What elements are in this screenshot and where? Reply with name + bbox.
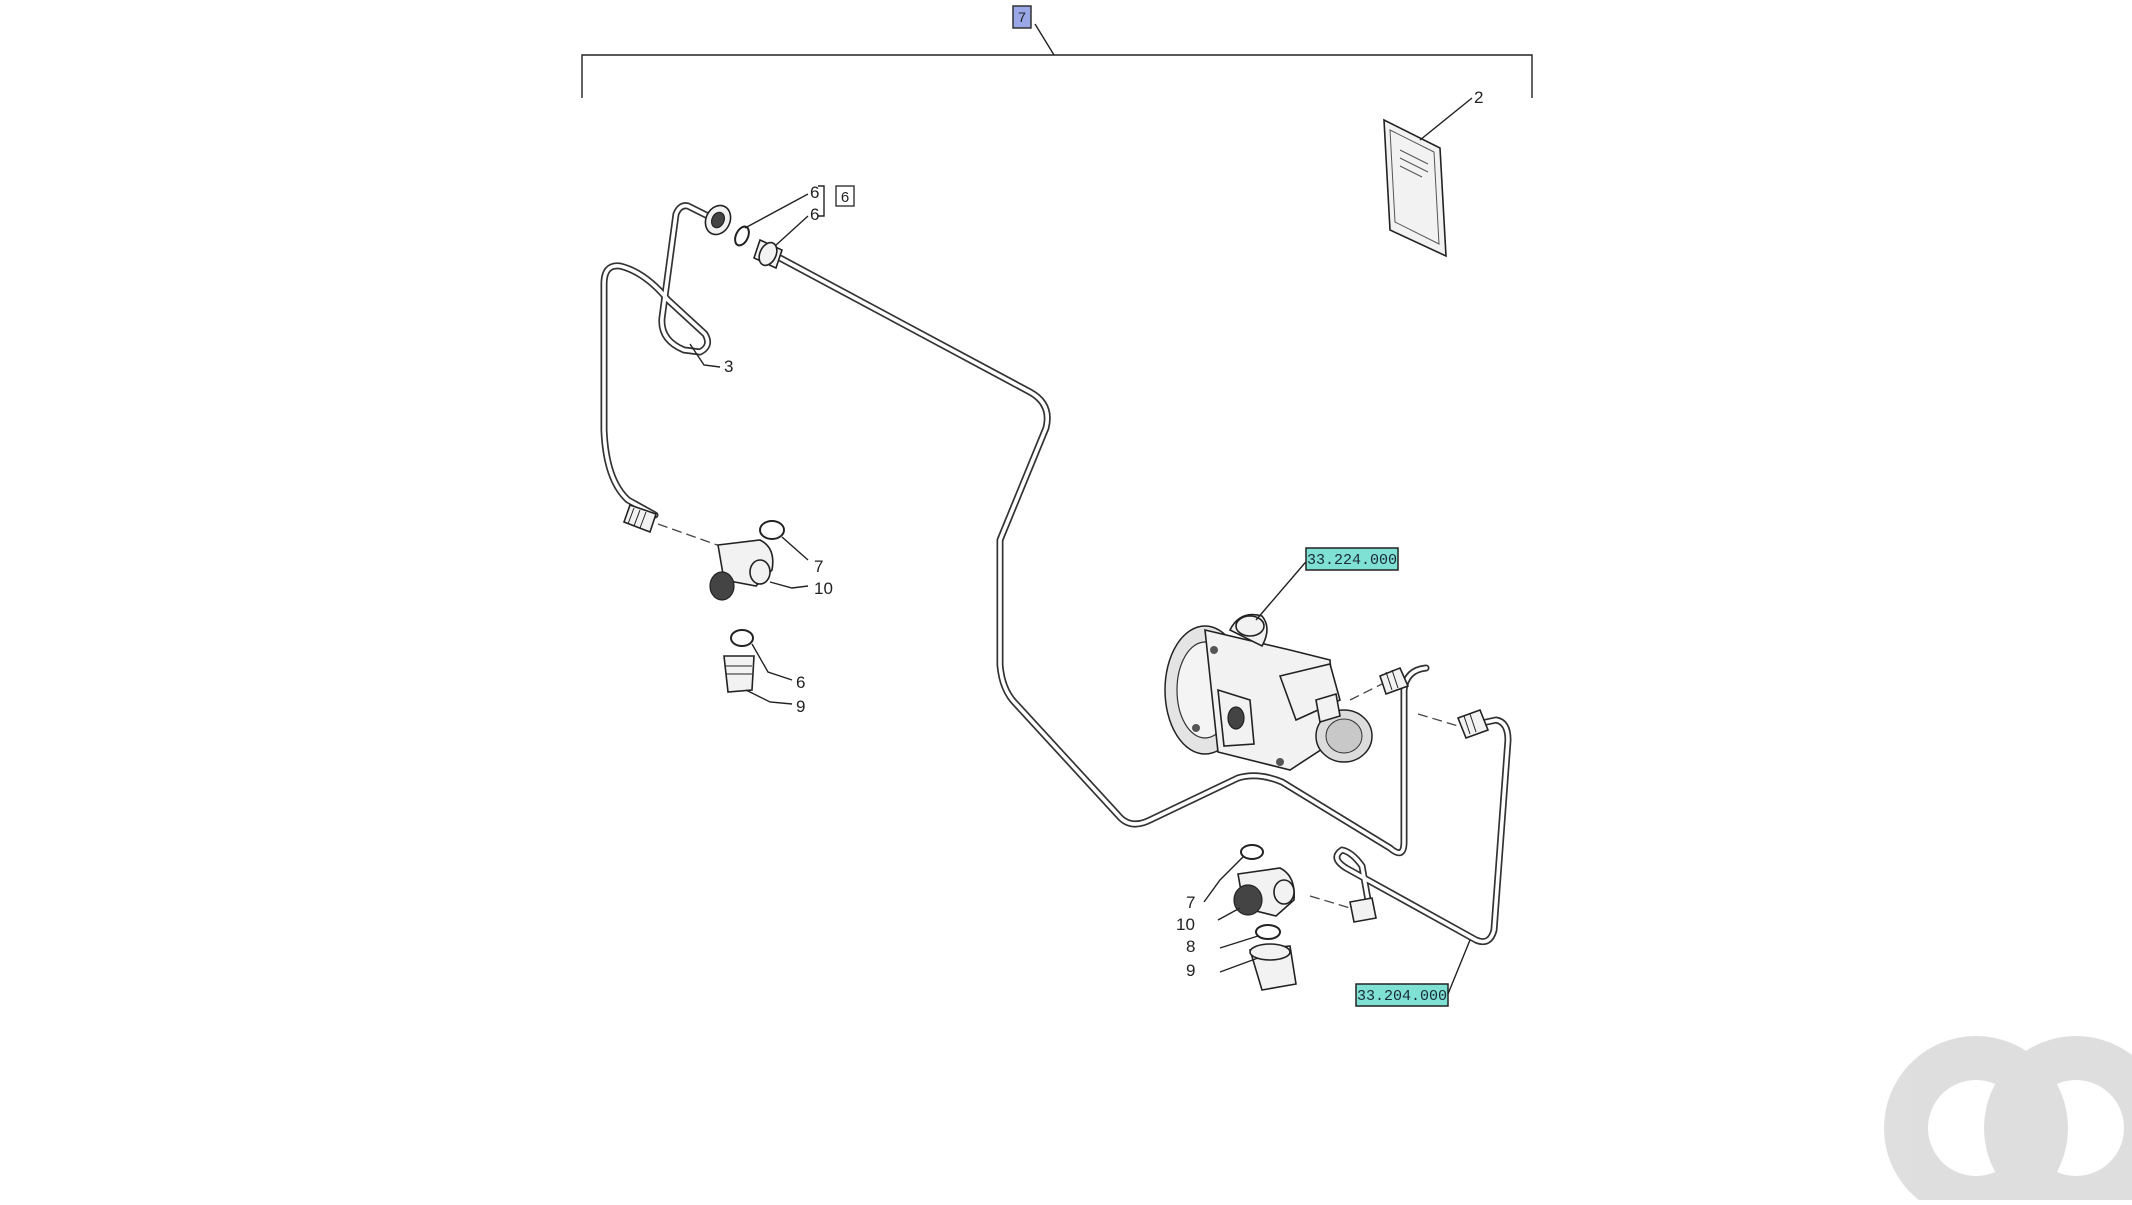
callout-9-right: 9 <box>1186 961 1195 980</box>
reference-pump-label: 33.224.000 <box>1307 552 1397 569</box>
watermark-logo <box>1884 1036 2132 1205</box>
assembly-tag[interactable]: 7 <box>1012 5 1032 29</box>
assembly-bracket <box>581 23 1533 98</box>
main-pipe <box>776 254 1430 857</box>
callout-9-left: 9 <box>796 697 805 716</box>
callout-6a: 6 <box>810 183 819 202</box>
pump-assembly <box>1164 557 1410 771</box>
callout-6-box-label: 6 <box>841 189 849 206</box>
callout-2: 2 <box>1474 88 1483 107</box>
reference-box-line[interactable]: 33.204.000 <box>1355 983 1449 1007</box>
callout-3: 3 <box>724 357 733 376</box>
left-fitting-group <box>622 503 809 705</box>
right-fitting-group <box>1203 844 1297 991</box>
return-pipe <box>1309 708 1512 995</box>
instruction-plate <box>1383 97 1473 258</box>
callout-10-left: 10 <box>814 579 833 598</box>
top-fittings <box>704 185 825 270</box>
callout-10-right: 10 <box>1176 915 1195 934</box>
callout-6-box: 6 <box>835 185 855 207</box>
callout-8-right: 8 <box>1186 937 1195 956</box>
callout-7-left: 7 <box>814 557 823 576</box>
pipe-item-3 <box>600 202 721 519</box>
reference-line-label: 33.204.000 <box>1357 988 1447 1005</box>
callout-6-left: 6 <box>796 673 805 692</box>
assembly-tag-label: 7 <box>1018 9 1026 25</box>
reference-box-pump[interactable]: 33.224.000 <box>1305 547 1399 571</box>
callout-6b: 6 <box>810 205 819 224</box>
callout-7-right: 7 <box>1186 893 1195 912</box>
